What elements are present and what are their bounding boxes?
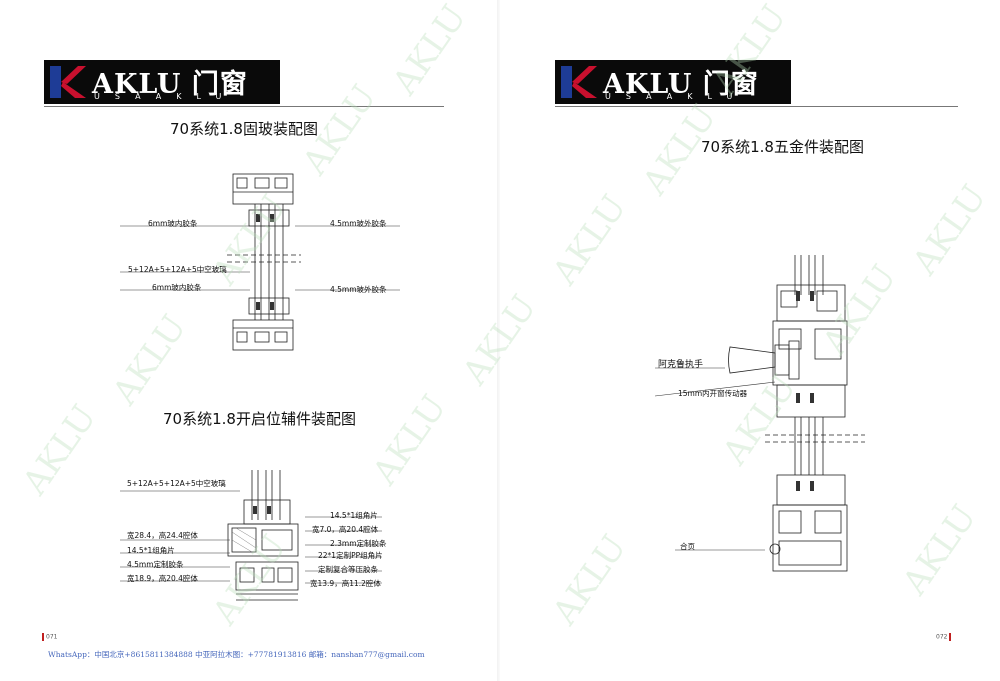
opening-callout-right-6: 宽13.9，高11.2腔体 bbox=[310, 579, 381, 588]
opening-callout-left-1: 5+12A+5+12A+5中空玻璃 bbox=[127, 479, 226, 488]
header-rule-right bbox=[555, 106, 958, 107]
brand-tagline-right: USAAKLU bbox=[605, 92, 748, 101]
fixed-callout-4: 6mm玻内胶条 bbox=[152, 283, 202, 292]
hardware-callout-actuator: 15mm内开窗传动器 bbox=[678, 389, 748, 398]
fixed-callout-5: 4.5mm玻外胶条 bbox=[330, 285, 387, 294]
page-left: AKLU 门窗 USAAKLU 70系统1.8固玻装配图 bbox=[40, 60, 444, 641]
title-opening: 70系统1.8开启位辅件装配图 bbox=[163, 410, 356, 428]
brand-name: AKLU 门窗 bbox=[92, 69, 248, 100]
opening-callout-left-3: 14.5*1组角片 bbox=[127, 546, 175, 555]
opening-callout-right-2: 宽7.0，高20.4腔体 bbox=[312, 525, 379, 534]
fixed-callout-2: 4.5mm玻外胶条 bbox=[330, 219, 387, 228]
page-number-left: 071 bbox=[40, 633, 57, 641]
handle-icon bbox=[728, 340, 800, 380]
opening-leader-lines bbox=[120, 490, 382, 584]
page-number-right: 072 bbox=[936, 633, 953, 641]
title-hardware: 70系统1.8五金件装配图 bbox=[701, 138, 864, 156]
opening-callout-right-5: 定制复合等压胶条 bbox=[318, 565, 378, 574]
page-right: AKLU 门窗 USAAKLU 70系统1.8五金件装配图 bbox=[500, 0, 1000, 681]
opening-callout-left-5: 宽18.9，高20.4腔体 bbox=[127, 574, 198, 583]
opening-section-drawing bbox=[227, 470, 299, 601]
hardware-leader-lines bbox=[654, 367, 776, 551]
brand-logo-right: AKLU 门窗 USAAKLU bbox=[555, 60, 791, 104]
opening-callout-left-4: 4.5mm定制胶条 bbox=[127, 560, 184, 569]
opening-callout-right-3: 2.3mm定制胶条 bbox=[330, 539, 387, 548]
brand-logo: AKLU 门窗 USAAKLU bbox=[44, 60, 280, 104]
fixed-callout-3: 5+12A+5+12A+5中空玻璃 bbox=[128, 265, 227, 274]
k-logo-icon bbox=[561, 66, 597, 98]
opening-callout-left-2: 宽28.4，高24.4腔体 bbox=[127, 531, 198, 540]
hardware-section-drawing bbox=[765, 255, 865, 572]
opening-callout-right-4: 22*1定制PP组角片 bbox=[318, 551, 383, 560]
hardware-callout-handle: 阿克鲁执手 bbox=[658, 360, 704, 370]
brand-tagline: USAAKLU bbox=[94, 92, 237, 101]
opening-callout-right-1: 14.5*1组角片 bbox=[330, 511, 378, 520]
footer-contact: WhatsApp：中国北京+8615811384888 中亚阿拉木图：+7778… bbox=[48, 650, 425, 659]
header-rule bbox=[44, 106, 444, 107]
hardware-callout-hinge: 合页 bbox=[680, 542, 695, 551]
k-logo-icon bbox=[50, 66, 86, 98]
fixed-callout-1: 6mm玻内胶条 bbox=[148, 219, 198, 228]
brand-name-right: AKLU 门窗 bbox=[603, 69, 759, 100]
fixed-glass-section-drawing bbox=[227, 173, 301, 351]
title-fixed-glass: 70系统1.8固玻装配图 bbox=[170, 120, 318, 138]
fixed-leader-lines bbox=[120, 225, 400, 291]
